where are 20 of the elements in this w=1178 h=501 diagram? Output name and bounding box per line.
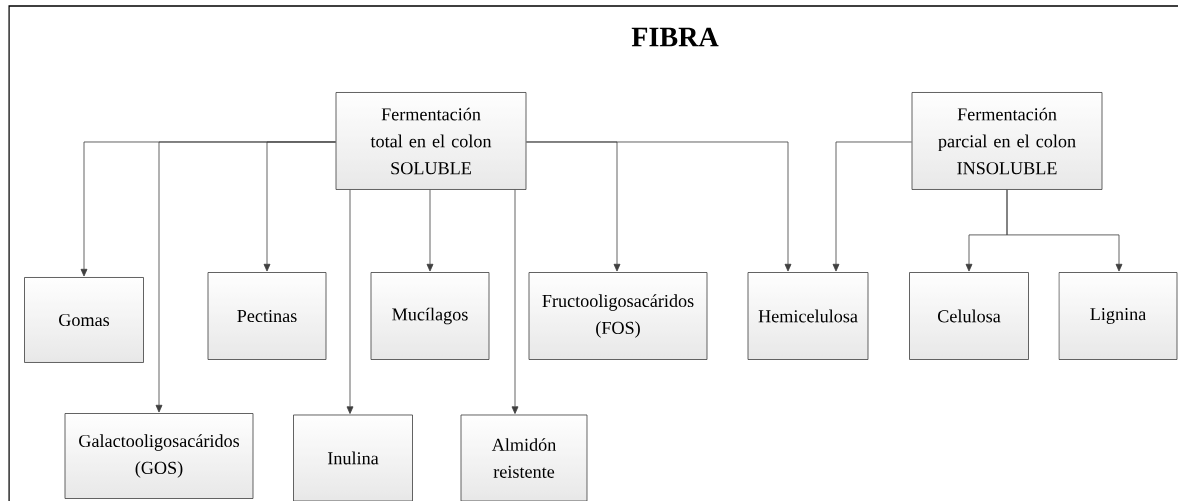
arrow [263,141,336,272]
category-box: Almidón reistente [460,414,588,501]
category-box: Inulina [293,414,413,501]
category-box: Fermentación parcial en el colon INSOLUBLE [911,92,1103,190]
category-box: Hemicelulosa [747,272,869,360]
arrow [346,189,354,414]
title: FIBRA [631,27,719,47]
category-box: Mucílagos [370,272,490,360]
category-box: Gomas [24,277,144,363]
arrow [511,189,519,414]
arrow [526,141,792,272]
category-box: Celulosa [909,272,1029,360]
category-box: Galactooligosacáridos (GOS) [64,413,254,499]
category-box: Pectinas [207,272,327,360]
category-box: Fructooligosacáridos (FOS) [528,272,708,360]
arrow [832,141,912,272]
arrow [1006,189,1123,272]
category-box: Lignina [1058,272,1178,360]
category-box: Fermentación total en el colon SOLUBLE [335,92,527,190]
arrow [426,189,434,272]
